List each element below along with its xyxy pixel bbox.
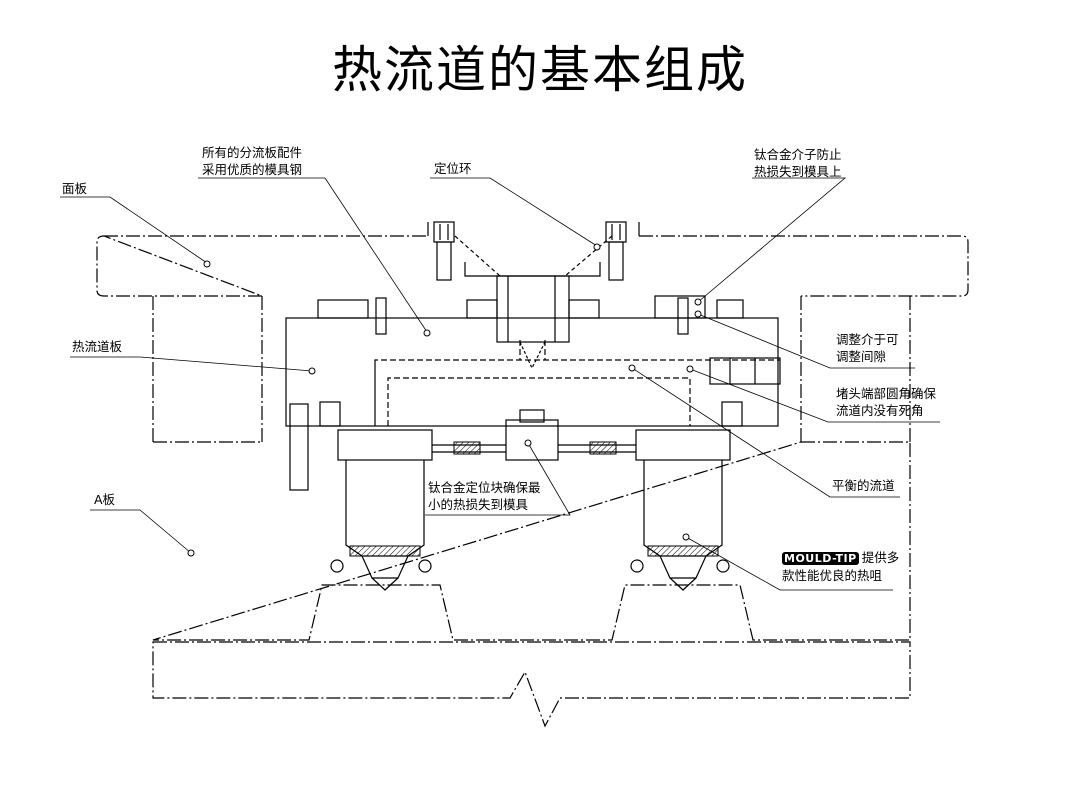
dowel-left	[375, 297, 387, 335]
leader-a-plate	[90, 509, 192, 554]
label-locating-ring: 定位环	[434, 161, 472, 176]
leader-locating-ring	[430, 177, 598, 247]
label-titanium-top-line2: 热损失到模具上	[754, 164, 842, 179]
leader-titanium-top	[697, 177, 847, 303]
leader-titanium-block	[425, 442, 571, 516]
titanium-center-block	[505, 419, 559, 461]
leader-mould-tip	[685, 536, 893, 591]
locating-ring	[427, 222, 640, 277]
end-plug	[709, 357, 781, 385]
face-plate-outline	[96, 235, 969, 297]
nozzle-head-right	[635, 429, 731, 461]
point-manifold-parts	[423, 329, 431, 337]
label-balanced: 平衡的流道	[832, 478, 895, 493]
label-face-plate: 面板	[62, 181, 88, 196]
point-balanced	[628, 364, 636, 372]
nozzle-body-right	[643, 460, 723, 557]
mould-tip-text-1: 提供多	[861, 550, 900, 565]
leader-plug	[689, 368, 940, 423]
mould-tip-logo: MOULD-TIP	[782, 552, 859, 565]
leader-manifold-parts	[198, 177, 428, 333]
label-plug-line1: 堵头端部圆角确保	[836, 386, 937, 401]
leader-adjust	[697, 313, 915, 369]
manifold-plate	[285, 317, 779, 427]
nozzle-head-left	[337, 429, 433, 461]
dowel-right	[677, 297, 689, 335]
point-manifold	[308, 367, 316, 375]
spacer-plate-outline	[152, 296, 911, 442]
point-adjust	[694, 310, 702, 318]
lower-block-outline	[152, 641, 911, 728]
label-manifold: 热流道板	[72, 339, 123, 354]
a-plate-outline	[152, 441, 911, 641]
top-bolt-left	[433, 221, 455, 243]
support-pillar	[289, 403, 309, 491]
point-titanium-block	[524, 439, 532, 447]
leader-manifold	[70, 356, 313, 372]
label-manifold-parts-line2: 采用优质的模具钢	[202, 162, 303, 177]
point-plug	[686, 365, 694, 373]
leader-balanced	[631, 367, 900, 498]
nozzle-body-left	[345, 460, 425, 557]
runner-channel	[374, 359, 780, 426]
top-bolt-right	[605, 221, 627, 243]
point-face-plate	[203, 260, 211, 268]
point-titanium-top	[694, 298, 702, 306]
point-a-plate	[187, 549, 195, 557]
label-mould-tip-line2: 款性能优良的热咀	[782, 568, 883, 583]
label-titanium-block-line2: 小的热损失到模具	[428, 497, 529, 512]
label-plug-line2: 流道内没有死角	[836, 403, 924, 418]
label-titanium-block-line1: 钛合金定位块确保最	[428, 480, 541, 495]
label-adjust-line2: 调整间隙	[836, 349, 887, 364]
label-a-plate: A板	[94, 492, 116, 507]
point-locating-ring	[593, 243, 601, 251]
leader-face-plate	[60, 196, 208, 264]
label-titanium-top-line1: 钛合金介子防止	[754, 147, 842, 162]
point-mould-tip	[682, 533, 690, 541]
label-manifold-parts-line1: 所有的分流板配件	[202, 145, 303, 160]
page-title: 热流道的基本组成	[332, 41, 748, 99]
label-adjust-line1: 调整介于可	[836, 332, 899, 347]
